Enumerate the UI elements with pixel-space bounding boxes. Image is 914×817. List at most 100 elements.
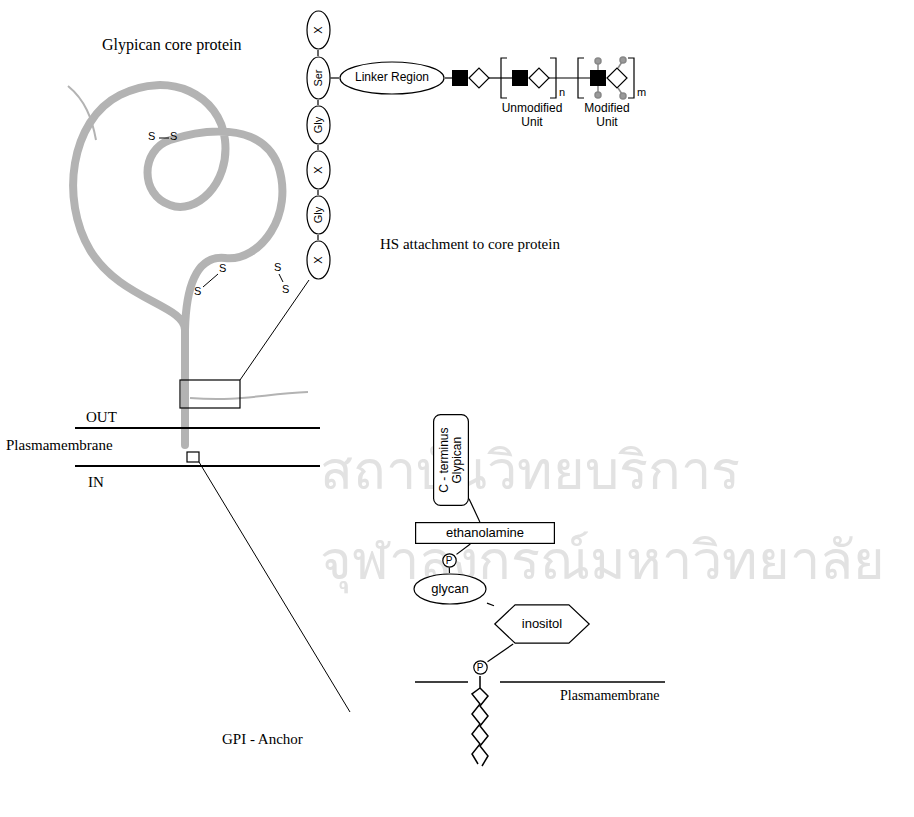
node-text: X	[312, 166, 324, 173]
shape-outline	[307, 57, 330, 99]
shape-outline	[414, 574, 486, 604]
protein-chain	[73, 85, 282, 445]
shape-outline	[307, 151, 330, 189]
shape-outline	[307, 11, 330, 49]
node-text: ethanolamine	[446, 526, 524, 540]
side-label: OUT	[86, 409, 117, 426]
shape-outline	[307, 241, 330, 279]
sulfur-label: S	[219, 262, 226, 275]
figure-label: HS attachment to core protein	[380, 236, 560, 253]
bond-line	[317, 145, 318, 150]
chain-bond	[549, 77, 590, 78]
c-terminus-box: C - terminus Glypican	[433, 414, 469, 506]
glcnac-square	[590, 70, 606, 86]
chain-bond	[445, 77, 452, 78]
bond-line	[317, 100, 318, 105]
membrane-label: Plasmamembrane	[560, 688, 660, 704]
lipid-tails	[472, 676, 488, 766]
uronic-acid-diamond	[529, 68, 549, 88]
disulfide-bond	[159, 138, 169, 139]
node-text: Gly	[312, 207, 324, 224]
node-text: inositol	[522, 617, 562, 631]
linker-oval: Linker Region	[339, 61, 445, 95]
amino-acid-oval: X	[306, 150, 331, 190]
leader-line	[240, 280, 309, 380]
bond-line	[487, 603, 494, 606]
shape-outline	[307, 196, 330, 234]
glcnac-square	[512, 70, 528, 86]
phosphate-circle: P	[473, 660, 488, 675]
shape-outline	[473, 660, 486, 673]
glycan-oval: glycan	[413, 573, 487, 605]
node-text: glycan	[431, 582, 469, 596]
protein-strand	[68, 86, 96, 140]
node-text: X	[312, 256, 324, 263]
membrane-line	[75, 427, 320, 429]
zoom-box	[187, 452, 199, 462]
node-text: X	[312, 26, 324, 33]
membrane-line	[415, 681, 468, 683]
bond-line	[317, 190, 318, 195]
node-text: P	[477, 662, 484, 673]
bond-line	[457, 544, 471, 554]
sulfur-label: S	[282, 283, 289, 296]
glcnac-square	[452, 70, 468, 86]
disulfide-bond	[279, 274, 283, 282]
bond-line	[488, 644, 514, 662]
amino-acid-oval: X	[306, 240, 331, 280]
shape-outline	[307, 106, 330, 144]
node-text: P	[446, 555, 453, 566]
repeat-index: n	[559, 86, 565, 99]
bracket	[578, 58, 584, 98]
inositol-hexagon: inositol	[494, 604, 590, 644]
watermark: จุฬาลงกรณ์มหาวิทยาลัย	[320, 530, 885, 592]
bracket	[628, 58, 634, 98]
ethanolamine-box: ethanolamine	[415, 522, 555, 544]
bond-line	[317, 50, 318, 56]
unit-label: Unmodified Unit	[498, 102, 566, 130]
shape-outline	[442, 553, 455, 566]
zoom-box	[180, 380, 240, 408]
bond-line	[317, 235, 318, 240]
sulfur-label: S	[274, 261, 281, 274]
leader-line	[199, 462, 350, 712]
protein-strand	[190, 392, 308, 399]
disulfide-bond	[203, 274, 218, 287]
bond-line	[331, 77, 340, 78]
amino-acid-oval: Gly	[306, 105, 331, 145]
node-text: Ser	[312, 69, 324, 86]
shape-outline	[434, 415, 469, 506]
watermark: สถาบันวิทยบริการ	[320, 440, 740, 502]
chain-bond	[489, 77, 512, 78]
amino-acid-oval: X	[306, 10, 331, 50]
node-text: Linker Region	[355, 71, 429, 84]
membrane-line	[500, 681, 665, 683]
side-label: IN	[88, 474, 104, 491]
repeat-index: m	[637, 86, 646, 99]
figure-label: Glypican core protein	[102, 36, 242, 54]
shape-outline	[340, 62, 444, 94]
sulfur-label: S	[148, 130, 155, 143]
sulfur-label: S	[194, 285, 201, 298]
membrane-label: Plasmamembrane	[6, 437, 113, 454]
figure-label: GPI - Anchor	[222, 731, 303, 748]
unit-label: Modified Unit	[576, 102, 638, 130]
sulfur-label: S	[170, 130, 177, 143]
shape-outline	[495, 605, 589, 643]
phosphate-circle: P	[442, 553, 457, 568]
core-protein	[73, 85, 282, 445]
amino-acid-oval: Ser	[306, 56, 331, 100]
amino-acid-oval: Gly	[306, 195, 331, 235]
node-text: C - terminus Glypican	[438, 420, 464, 500]
node-text: Gly	[312, 117, 324, 134]
uronic-acid-diamond	[607, 68, 627, 88]
bond-line	[449, 568, 450, 574]
bond-line	[469, 499, 480, 522]
uronic-acid-diamond	[469, 68, 489, 88]
membrane-line	[75, 465, 320, 467]
shape-outline	[416, 523, 555, 544]
